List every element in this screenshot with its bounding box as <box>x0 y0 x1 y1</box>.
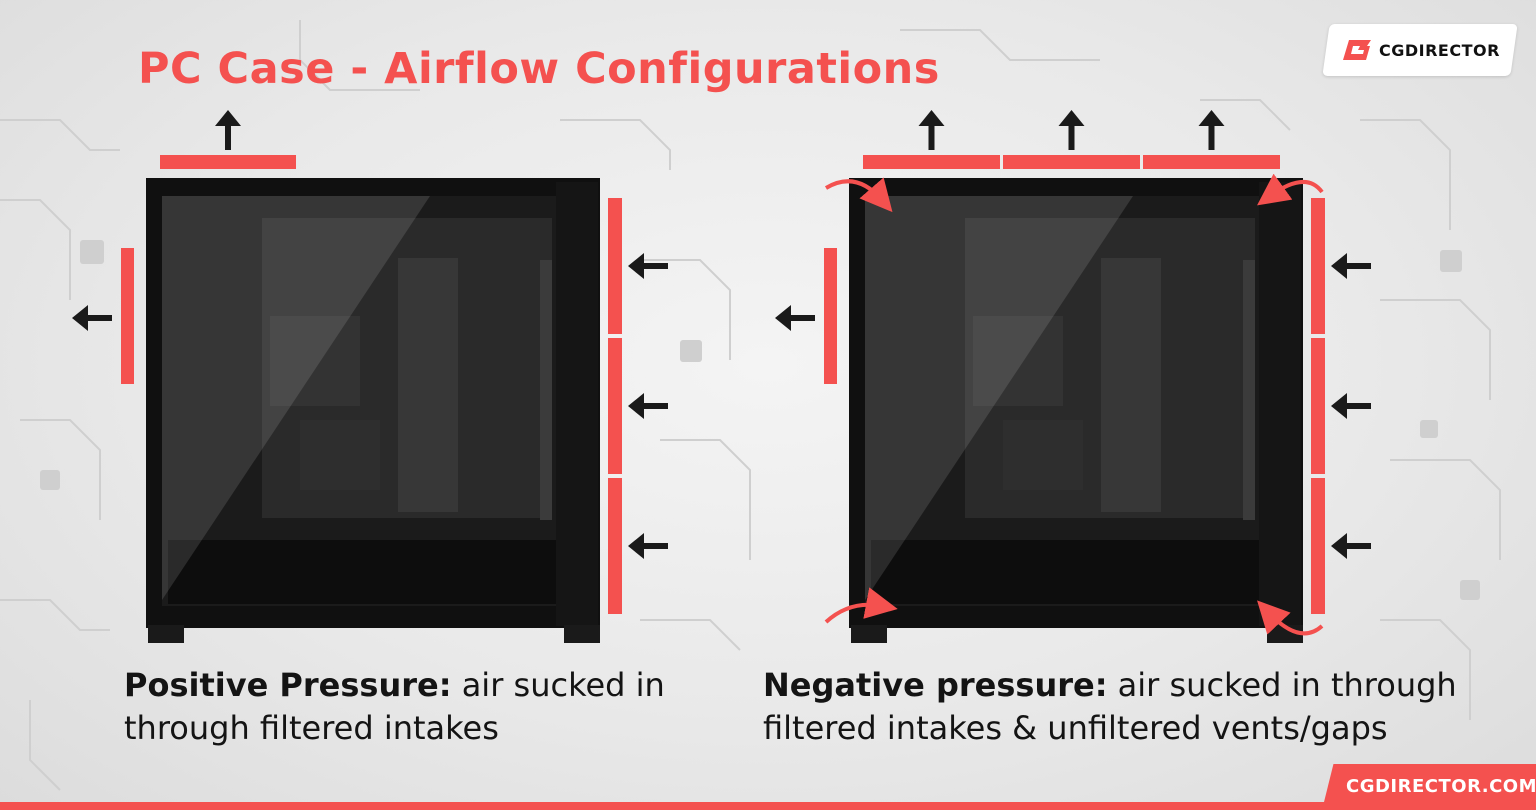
case-positive <box>146 178 600 643</box>
page-title: PC Case - Airflow Configurations <box>138 44 940 94</box>
exhaust-up-arrow-positive-1 <box>215 110 241 150</box>
brand-logo: CGDIRECTOR <box>1322 24 1518 76</box>
intake-left-arrow-positive-3 <box>628 533 668 559</box>
caption-positive-heading: Positive Pressure: <box>124 666 452 704</box>
intake-left-arrow-negative-3 <box>1331 533 1371 559</box>
footer-url: CGDIRECTOR.COM <box>1346 776 1536 797</box>
exhaust-up-arrow-negative-1 <box>918 110 945 150</box>
intake-left-arrow-negative-1 <box>1331 253 1371 279</box>
front-intake-fan-positive-1 <box>608 198 622 334</box>
intake-left-arrow-negative-2 <box>1331 393 1371 419</box>
top-exhaust-fan-negative-2 <box>1003 155 1140 169</box>
front-intake-fan-negative-1 <box>1311 198 1325 334</box>
exhaust-left-arrow-negative <box>775 305 815 331</box>
caption-negative-text: air sucked in through filtered intakes &… <box>763 666 1457 747</box>
exhaust-left-arrow-positive <box>72 305 112 331</box>
gap-leak-arrow-4 <box>1257 600 1324 636</box>
caption-positive-pressure: Positive Pressure: air sucked in through… <box>124 664 724 750</box>
rear-exhaust-fan-negative <box>824 248 837 384</box>
front-intake-fan-negative-3 <box>1311 478 1325 614</box>
top-exhaust-fan-positive-1 <box>160 155 296 169</box>
cgdirector-logo-mark <box>1342 40 1371 60</box>
case-negative <box>849 178 1303 643</box>
intake-left-arrow-positive-2 <box>628 393 668 419</box>
caption-positive-text: air sucked in through filtered intakes <box>124 666 665 747</box>
front-intake-fan-positive-3 <box>608 478 622 614</box>
front-intake-fan-negative-2 <box>1311 338 1325 474</box>
caption-negative-heading: Negative pressure: <box>763 666 1108 704</box>
front-intake-fan-positive-2 <box>608 338 622 474</box>
top-exhaust-fan-negative-1 <box>863 155 1000 169</box>
footer-accent-bar <box>0 802 1536 810</box>
exhaust-up-arrow-negative-2 <box>1058 110 1085 150</box>
top-exhaust-fan-negative-3 <box>1143 155 1280 169</box>
intake-left-arrow-positive-1 <box>628 253 668 279</box>
exhaust-up-arrow-negative-3 <box>1198 110 1225 150</box>
rear-exhaust-fan-positive <box>121 248 134 384</box>
gap-leak-arrow-1 <box>824 177 893 213</box>
gap-leak-arrow-3 <box>824 587 898 624</box>
caption-negative-pressure: Negative pressure: air sucked in through… <box>763 664 1523 750</box>
gap-leak-arrow-2 <box>1257 173 1324 206</box>
